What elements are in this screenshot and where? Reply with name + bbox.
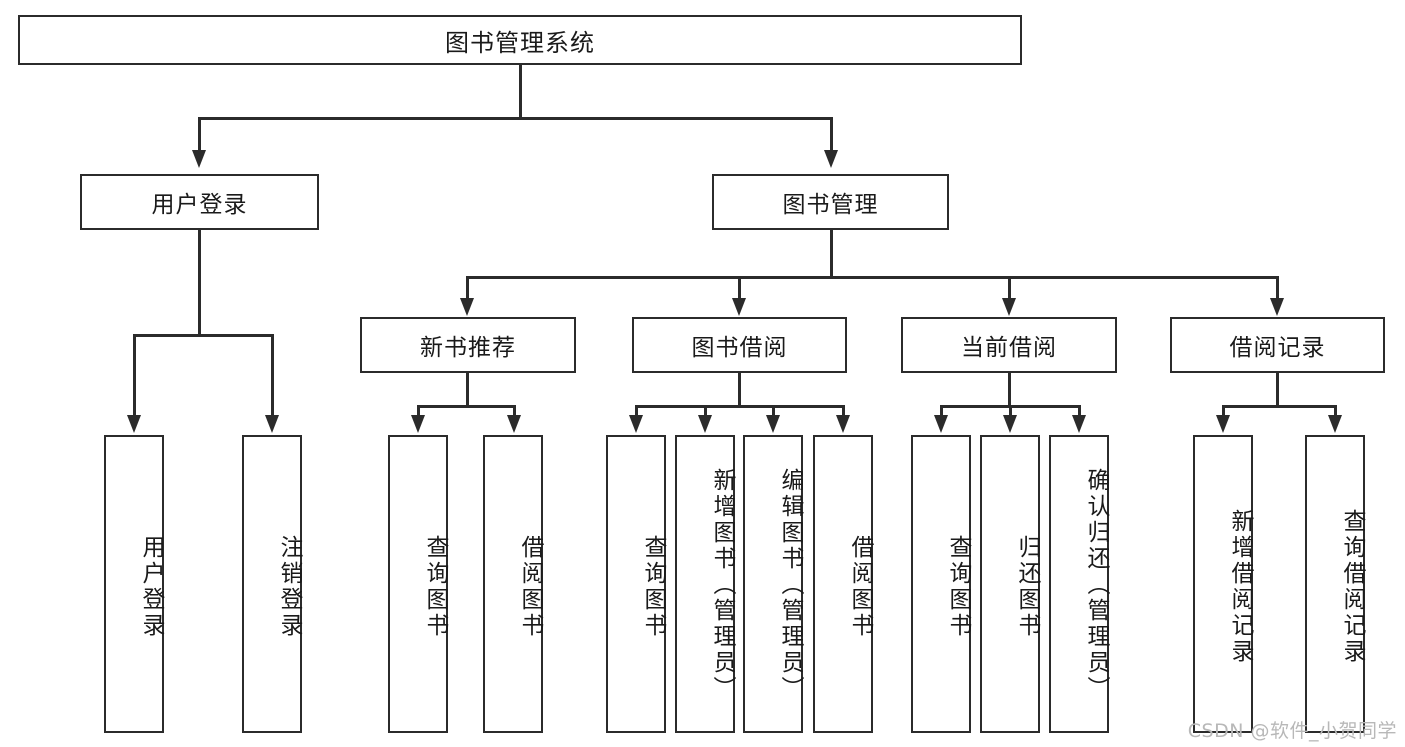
leaf-edit-book-admin[interactable]: 编辑图书（管理员） bbox=[743, 435, 803, 733]
connector-root-to-userlogin bbox=[198, 117, 201, 153]
node-label: 用户登录 bbox=[138, 535, 164, 639]
node-root-system[interactable]: 图书管理系统 bbox=[18, 15, 1022, 65]
node-label: 归还图书 bbox=[1014, 535, 1040, 639]
connector-bookmgmt-to-l3b bbox=[738, 276, 741, 300]
arrow-root-to-bookmgmt bbox=[824, 150, 838, 168]
connector-bookborrow-bar bbox=[635, 405, 844, 408]
leaf-confirm-return-admin[interactable]: 确认归还（管理员） bbox=[1049, 435, 1109, 733]
connector-newbook-bar bbox=[417, 405, 516, 408]
node-borrow-record[interactable]: 借阅记录 bbox=[1170, 317, 1385, 373]
arrow-bookborrow-to-leaf3 bbox=[766, 415, 780, 433]
arrow-root-to-userlogin bbox=[192, 150, 206, 168]
connector-borrowrecord-to-leaf1 bbox=[1222, 405, 1225, 418]
node-label: 确认归还（管理员） bbox=[1083, 468, 1109, 702]
arrow-bookborrow-to-leaf1 bbox=[629, 415, 643, 433]
node-label: 查询图书 bbox=[422, 535, 448, 639]
node-label: 图书管理系统 bbox=[445, 28, 595, 57]
watermark: CSDN @软件_小贺同学 bbox=[1187, 720, 1397, 742]
connector-bookborrow-to-leaf3 bbox=[772, 405, 775, 418]
node-label: 注销登录 bbox=[276, 535, 302, 639]
node-label: 新书推荐 bbox=[420, 335, 516, 361]
connector-currentborrow-to-leaf3 bbox=[1078, 405, 1081, 418]
arrow-newbook-to-leaf1 bbox=[411, 415, 425, 433]
leaf-add-book-admin[interactable]: 新增图书（管理员） bbox=[675, 435, 735, 733]
node-label: 当前借阅 bbox=[961, 335, 1057, 361]
node-label: 查询图书 bbox=[640, 535, 666, 639]
node-label: 编辑图书（管理员） bbox=[777, 468, 803, 702]
connector-currentborrow-stem bbox=[1008, 373, 1011, 407]
leaf-borrow-book[interactable]: 借阅图书 bbox=[813, 435, 873, 733]
leaf-borrow-book-recommend[interactable]: 借阅图书 bbox=[483, 435, 543, 733]
leaf-query-borrow-record[interactable]: 查询借阅记录 bbox=[1305, 435, 1365, 733]
node-book-management[interactable]: 图书管理 bbox=[712, 174, 949, 230]
connector-newbook-stem bbox=[466, 373, 469, 407]
leaf-query-book-current[interactable]: 查询图书 bbox=[911, 435, 971, 733]
node-current-borrow[interactable]: 当前借阅 bbox=[901, 317, 1117, 373]
connector-bookmgmt-to-l3c bbox=[1008, 276, 1011, 300]
leaf-query-book-recommend[interactable]: 查询图书 bbox=[388, 435, 448, 733]
connector-bookborrow-to-leaf1 bbox=[635, 405, 638, 418]
connector-newbook-to-leaf1 bbox=[417, 405, 420, 418]
leaf-query-book-borrow[interactable]: 查询图书 bbox=[606, 435, 666, 733]
connector-currentborrow-to-leaf2 bbox=[1009, 405, 1012, 418]
connector-bookborrow-stem bbox=[738, 373, 741, 407]
node-user-login[interactable]: 用户登录 bbox=[80, 174, 319, 230]
connector-bookmgmt-stem bbox=[830, 230, 833, 278]
arrow-bookmgmt-to-l3d bbox=[1270, 298, 1284, 316]
node-label: 查询图书 bbox=[945, 535, 971, 639]
arrow-userlogin-to-leaf1 bbox=[127, 415, 141, 433]
arrow-currentborrow-to-leaf3 bbox=[1072, 415, 1086, 433]
arrow-bookborrow-to-leaf2 bbox=[698, 415, 712, 433]
connector-bookborrow-to-leaf4 bbox=[842, 405, 845, 418]
arrow-bookmgmt-to-l3c bbox=[1002, 298, 1016, 316]
connector-root-bar bbox=[198, 117, 832, 120]
connector-userlogin-stem bbox=[198, 230, 201, 335]
node-label: 用户登录 bbox=[151, 192, 248, 218]
arrow-bookmgmt-to-l3b bbox=[732, 298, 746, 316]
connector-root-to-bookmgmt bbox=[830, 117, 833, 153]
node-label: 查询借阅记录 bbox=[1339, 509, 1365, 665]
connector-bookborrow-to-leaf2 bbox=[704, 405, 707, 418]
arrow-bookborrow-to-leaf4 bbox=[836, 415, 850, 433]
arrow-borrowrecord-to-leaf2 bbox=[1328, 415, 1342, 433]
connector-borrowrecord-bar bbox=[1222, 405, 1336, 408]
node-label: 新增借阅记录 bbox=[1227, 509, 1253, 665]
node-label: 图书管理 bbox=[782, 192, 879, 218]
node-label: 借阅记录 bbox=[1229, 335, 1326, 361]
arrow-bookmgmt-to-l3a bbox=[460, 298, 474, 316]
connector-bookmgmt-bar bbox=[466, 276, 1276, 279]
node-label: 借阅图书 bbox=[517, 535, 543, 639]
node-new-book-recommend[interactable]: 新书推荐 bbox=[360, 317, 576, 373]
connector-borrowrecord-stem bbox=[1276, 373, 1279, 407]
connector-userlogin-to-leaf2 bbox=[271, 334, 274, 418]
node-label: 新增图书（管理员） bbox=[709, 468, 735, 702]
connector-borrowrecord-to-leaf2 bbox=[1334, 405, 1337, 418]
leaf-add-borrow-record[interactable]: 新增借阅记录 bbox=[1193, 435, 1253, 733]
node-label: 图书借阅 bbox=[691, 335, 788, 361]
arrow-newbook-to-leaf2 bbox=[507, 415, 521, 433]
connector-bookmgmt-to-l3d bbox=[1276, 276, 1279, 300]
node-label: 借阅图书 bbox=[847, 535, 873, 639]
connector-userlogin-bar bbox=[133, 334, 272, 337]
connector-newbook-to-leaf2 bbox=[513, 405, 516, 418]
leaf-user-login[interactable]: 用户登录 bbox=[104, 435, 164, 733]
connector-bookmgmt-to-l3a bbox=[466, 276, 469, 300]
arrow-borrowrecord-to-leaf1 bbox=[1216, 415, 1230, 433]
connector-userlogin-to-leaf1 bbox=[133, 334, 136, 418]
connector-root-stem bbox=[519, 65, 522, 118]
arrow-userlogin-to-leaf2 bbox=[265, 415, 279, 433]
connector-currentborrow-to-leaf1 bbox=[940, 405, 943, 418]
leaf-return-book[interactable]: 归还图书 bbox=[980, 435, 1040, 733]
leaf-logout[interactable]: 注销登录 bbox=[242, 435, 302, 733]
node-book-borrow[interactable]: 图书借阅 bbox=[632, 317, 847, 373]
arrow-currentborrow-to-leaf2 bbox=[1003, 415, 1017, 433]
arrow-currentborrow-to-leaf1 bbox=[934, 415, 948, 433]
